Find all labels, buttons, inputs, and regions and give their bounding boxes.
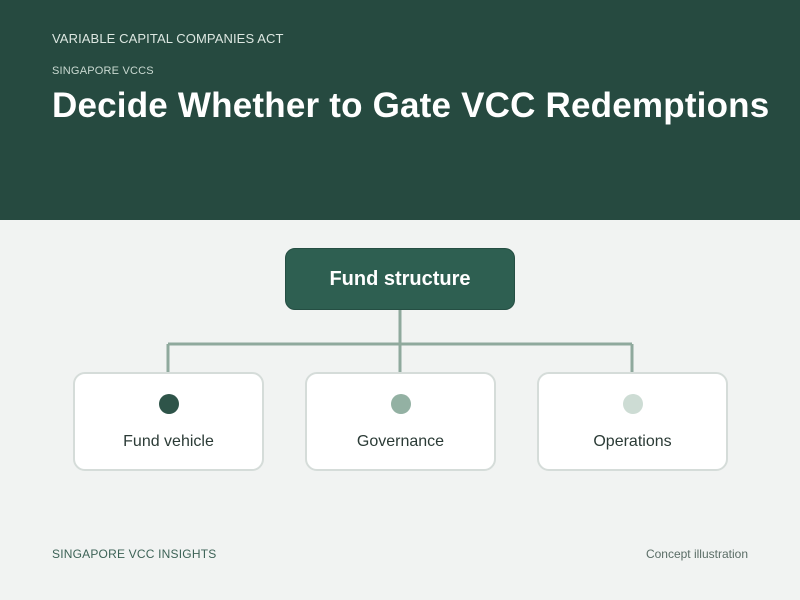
footer-brand: SINGAPORE VCC INSIGHTS	[52, 547, 217, 561]
root-node-fund-structure: Fund structure	[285, 248, 515, 310]
child-node-label: Operations	[593, 433, 672, 450]
child-node-fund-vehicle: Fund vehicle	[73, 372, 264, 471]
footer-caption: Concept illustration	[645, 547, 748, 561]
eyebrow-text: VARIABLE CAPITAL COMPANIES ACT	[52, 31, 284, 46]
header-banner: VARIABLE CAPITAL COMPANIES ACT SINGAPORE…	[0, 0, 800, 220]
subeyebrow-text: SINGAPORE VCCS	[52, 65, 154, 77]
dot-icon	[158, 394, 179, 414]
child-node-label: Fund vehicle	[123, 433, 214, 450]
page-title: Decide Whether to Gate VCC Redemptions	[52, 86, 770, 125]
dot-icon	[390, 394, 411, 414]
child-node-label: Governance	[356, 433, 445, 450]
child-node-operations: Operations	[537, 372, 728, 471]
child-node-governance: Governance	[305, 372, 496, 471]
dot-icon	[622, 394, 643, 414]
